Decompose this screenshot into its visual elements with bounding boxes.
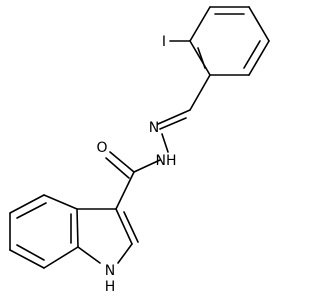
bond	[161, 133, 169, 153]
indole-n-label: N	[105, 263, 115, 279]
bonds	[9, 6, 270, 269]
bond-double-inner	[123, 211, 139, 243]
bond	[9, 194, 45, 214]
bond-double-inner	[197, 47, 206, 69]
bond	[76, 208, 79, 248]
imine-nitrogen-label: N	[149, 120, 159, 136]
bond	[115, 171, 135, 210]
bond	[77, 246, 101, 264]
bond	[117, 243, 133, 264]
bond	[133, 159, 161, 173]
iodine-atom-label: I	[162, 34, 166, 50]
indole-h-label: H	[105, 279, 116, 295]
bond	[189, 40, 211, 76]
bond	[115, 208, 133, 245]
carbonyl-oxygen-label: O	[96, 140, 107, 156]
bond-double-inner	[16, 202, 47, 219]
bond	[43, 246, 79, 269]
bond	[248, 6, 270, 42]
atom-labels: I N O NH N H	[96, 34, 176, 295]
bond	[109, 151, 135, 173]
hydrazide-nh-label: NH	[156, 153, 177, 169]
bond-double-inner	[159, 117, 187, 130]
molecule-structure: I N O NH N H	[9, 6, 270, 295]
bond	[9, 249, 45, 269]
bond	[189, 6, 211, 42]
bond-double-inner	[105, 157, 130, 179]
bond	[248, 40, 270, 76]
bond	[43, 194, 78, 210]
bond	[189, 74, 211, 111]
bond-double-inner	[16, 244, 45, 261]
bond	[157, 109, 191, 125]
bond-double-inner	[243, 40, 261, 69]
